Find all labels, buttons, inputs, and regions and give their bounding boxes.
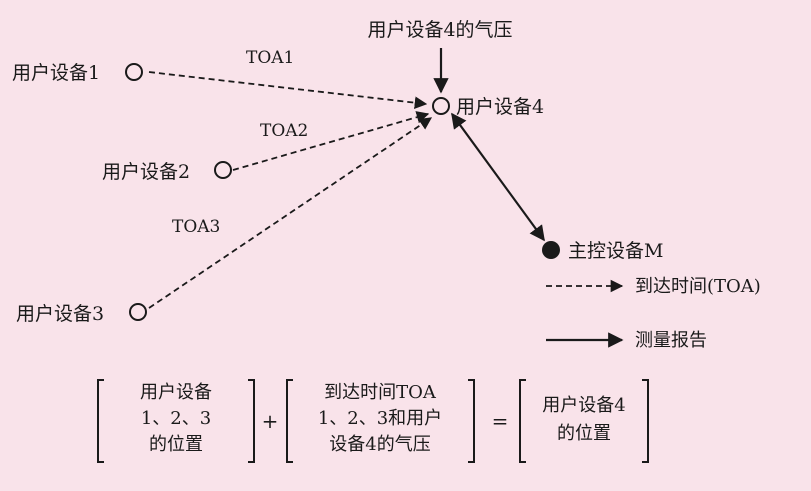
legend-solid-label: 测量报告 — [635, 330, 707, 351]
toa2-label: TOA2 — [260, 121, 308, 141]
eq-middle-line1: 到达时间TOA — [324, 382, 437, 403]
right-bracket-open — [519, 379, 526, 463]
middle-bracket-close — [468, 379, 475, 463]
ue2-label: 用户设备2 — [102, 161, 190, 183]
ue1-node — [125, 63, 143, 81]
eq-middle-line3: 设备4的气压 — [329, 434, 430, 455]
ue4-pressure-label: 用户设备4的气压 — [367, 19, 512, 41]
master-label: 主控设备M — [568, 240, 663, 262]
ue3-label: 用户设备3 — [16, 303, 104, 325]
eq-right-line2: 的位置 — [557, 423, 611, 444]
toa2-arrow — [232, 111, 430, 171]
eq-middle-line2: 1、2、3和用户 — [318, 408, 442, 429]
right-bracket-close — [642, 379, 649, 463]
master-node — [542, 241, 560, 259]
toa1-arrow — [148, 71, 428, 109]
left-bracket-open — [97, 379, 104, 463]
ue3-node — [129, 303, 147, 321]
eq-left-line2: 1、2、3 — [141, 408, 211, 429]
eq-plus: + — [262, 409, 279, 433]
ue4-label: 用户设备4 — [456, 96, 544, 118]
ue4-node — [432, 97, 450, 115]
toa1-label: TOA1 — [246, 48, 294, 68]
ue2-node — [214, 161, 232, 179]
eq-left-line3: 的位置 — [149, 434, 203, 455]
toa3-label: TOA3 — [172, 217, 220, 237]
eq-left-line1: 用户设备 — [140, 382, 212, 403]
eq-equals: = — [492, 409, 509, 433]
eq-right-line1: 用户设备4 — [542, 395, 625, 416]
middle-bracket-open — [286, 379, 293, 463]
ue1-label: 用户设备1 — [12, 62, 100, 84]
toa3-arrow — [148, 117, 433, 309]
left-bracket-close — [248, 379, 255, 463]
legend-dashed-label: 到达时间(TOA) — [635, 276, 761, 297]
measurement-report-arrow — [451, 112, 545, 242]
